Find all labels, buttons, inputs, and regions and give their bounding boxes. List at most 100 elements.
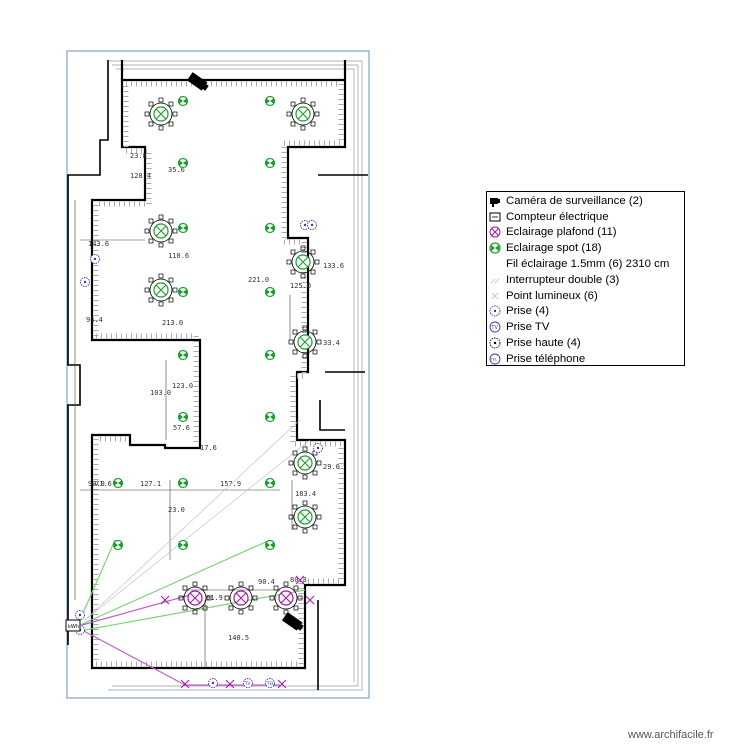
dimension-label: 213.0 [162,319,183,327]
dimension-label: 29.0 [323,463,340,471]
walls [90,60,347,670]
wire-grey [84,419,301,621]
legend-item: TV Prise TV [489,319,682,335]
dimension-label: 23.8 [130,152,147,160]
ceiling-light-icon [144,273,178,307]
legend-item: Eclairage spot (18) [489,240,682,256]
ceiling-light-icon [286,245,320,279]
high-socket-icon [307,220,317,230]
camera-icon [490,197,500,207]
spot-light-icon [112,539,124,551]
wire-grey [84,439,311,621]
wall-hatching [93,81,344,667]
legend-item: Fil éclairage 1.5mm (6) 2310 cm [489,256,682,272]
dimension-label: 80.3 [290,576,307,584]
dimension-label: 140.5 [228,634,249,642]
dimension-label: 103.0 [150,389,171,397]
legend-label: Eclairage spot (18) [506,242,602,255]
fixtures: TV TEL [75,95,323,689]
legend-label: Fil éclairage 1.5mm (6) 2310 cm [506,258,670,271]
dimension-label: 143.6 [88,240,109,248]
ceiling-light-icon [269,581,303,615]
dimension-label: 125.0 [290,282,311,290]
dimension-label: 133.6 [323,262,344,270]
dimension-label: 35.6 [168,166,185,174]
svg-text:TV: TV [490,325,498,331]
tv-socket-icon: TV [489,321,501,333]
dimension-label: 157.9 [220,480,241,488]
high-socket-icon [80,277,90,287]
outer-shell [67,60,368,690]
spot-light-icon [177,477,189,489]
ceiling-light-icon [288,325,322,359]
spot-light-icon [264,349,276,361]
ceiling-light-icon [144,97,178,131]
socket-icon [90,254,100,264]
socket-icon [489,306,501,317]
dimension-label: 90.4 [258,578,275,586]
high-socket-icon [208,678,218,688]
spot-light-icon [177,411,189,423]
ceiling-light-icon [224,581,258,615]
wiring [79,419,311,686]
ceiling-light-icon [144,214,178,248]
dimension-label: 110.6 [168,252,189,260]
light-point-icon [160,595,170,605]
dimension-label: 33.4 [323,339,340,347]
camera-icon [281,612,304,631]
light-point-icon [180,679,190,689]
spot-light-icon [264,539,276,551]
high-socket-icon [489,337,501,349]
legend-label: Prise (4) [506,305,550,318]
legend-label: Prise téléphone [506,352,586,365]
legend-label: Point lumineux (6) [506,289,598,302]
spot-light-icon [177,539,189,551]
ceiling-light-icon [288,500,322,534]
dimension-label: 183.4 [295,490,316,498]
light-point-icon [277,679,287,689]
tv-socket-icon: TV [243,678,253,688]
spot-light-icon [177,286,189,298]
light-point-icon [305,595,315,605]
legend-item: Interrupteur double (3) [489,272,682,288]
light-point-icon [225,679,235,689]
light-point-icon [491,292,499,299]
ceiling-light-icon [288,446,322,480]
meter-icon [489,212,501,222]
socket-icon [313,443,323,453]
legend-label: Compteur électrique [506,210,609,223]
exterior-outline [108,60,363,691]
wire-green [79,539,271,626]
legend-item: Eclairage plafond (11) [489,225,682,241]
ceiling-light-icon [489,226,501,238]
meter-icon: kWh [65,619,81,632]
legend-label: Interrupteur double (3) [506,273,620,286]
legend-item: TEL Prise téléphone [489,351,682,367]
wire-purple [81,594,191,626]
plan-frame [66,50,370,699]
camera-icon [186,72,209,91]
spot-light-icon [264,95,276,107]
spot-light-icon [264,286,276,298]
legend: Caméra de surveillance (2)Compteur élect… [486,191,685,366]
legend-item: Compteur électrique [489,209,682,225]
ceiling-light-icon [178,581,212,615]
spot-light-icon [177,349,189,361]
svg-text:kWh: kWh [68,624,79,630]
phone-socket-icon: TEL [489,353,501,365]
phone-socket-icon: TEL [265,678,275,688]
legend-item: Prise (4) [489,304,682,320]
wire-icon [489,258,501,270]
wire-purple [81,629,186,686]
double-switch-icon [490,278,500,284]
legend-label: Prise TV [506,321,550,334]
spot-light-icon [264,411,276,423]
wire-green [79,539,116,621]
dimension-label: 221.0 [248,276,269,284]
spot-light-icon [177,95,189,107]
spot-light-icon [177,222,189,234]
dimension-label: 128.4 [130,172,151,180]
dimension-label: 94.4 [86,316,103,324]
